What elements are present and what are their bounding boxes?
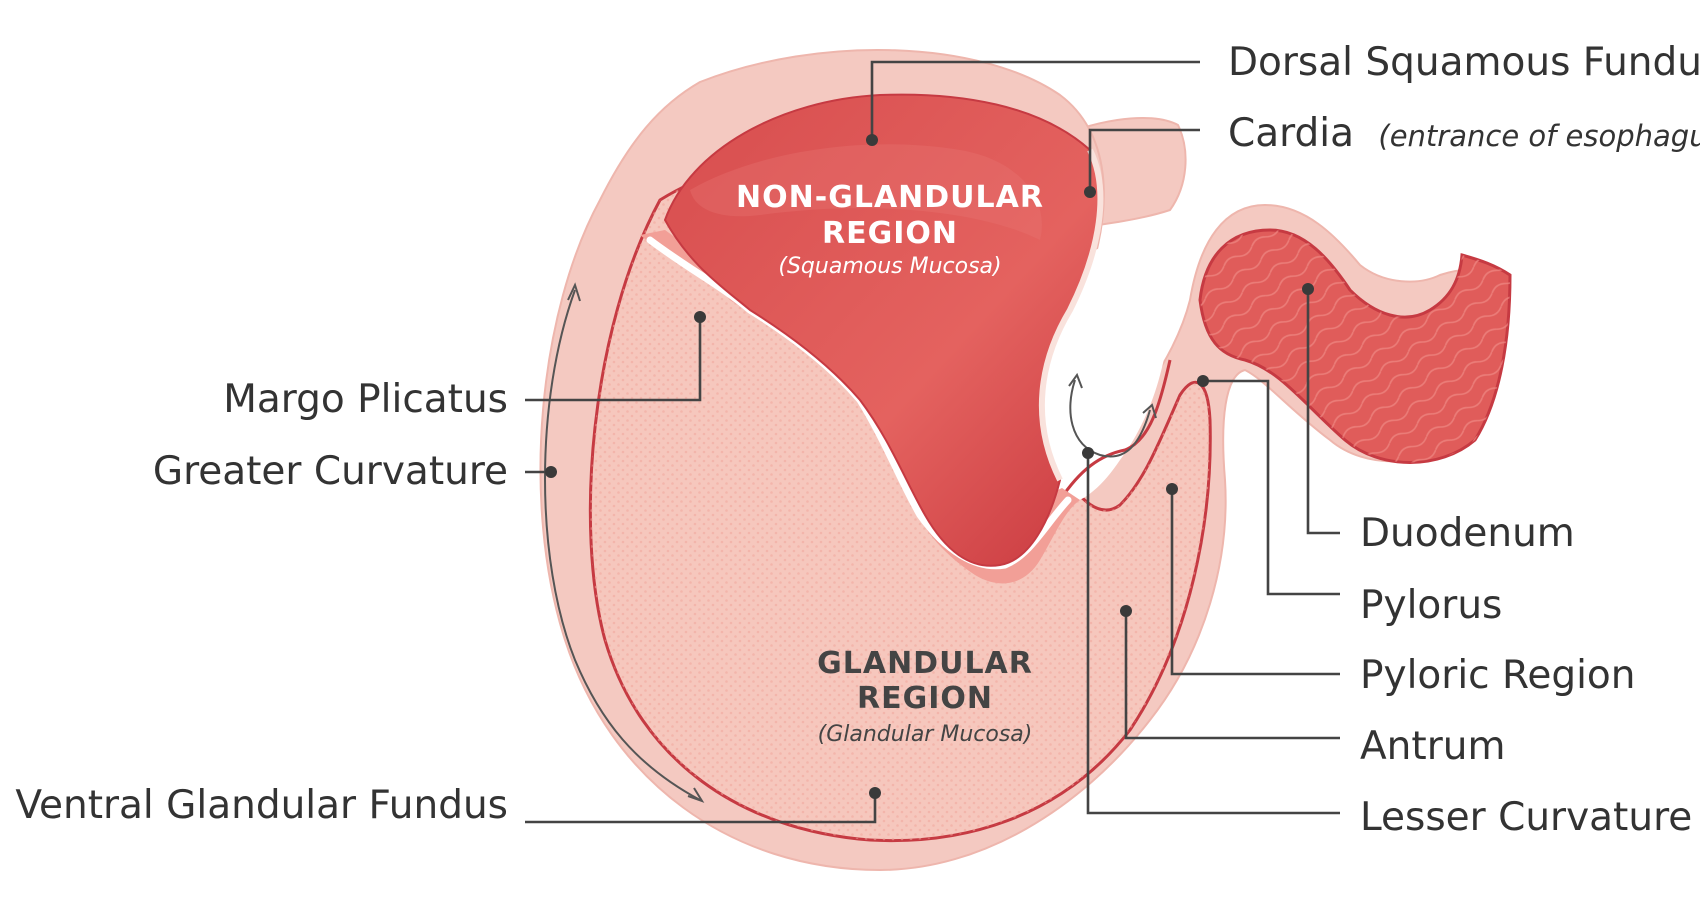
lesser-curvature-arrowhead-right — [1142, 403, 1157, 419]
label-cardia-note: (entrance of esophagus) — [1378, 119, 1700, 153]
label-pylorus: Pylorus — [1360, 583, 1502, 628]
lesser-curvature-edge — [1058, 359, 1172, 501]
label-duodenum: Duodenum — [1360, 511, 1575, 556]
leader-greater-curvature — [525, 466, 557, 478]
leader-antrum — [1120, 605, 1340, 740]
leader-ventral-glandular-fundus — [525, 787, 881, 824]
glandular-title-line2: REGION — [857, 681, 993, 716]
leader-dorsal-squamous-fundus — [866, 60, 1200, 146]
lesser-curvature-arrowhead-left — [1068, 372, 1083, 389]
label-ventral-glandular-fundus: Ventral Glandular Fundus — [15, 783, 508, 828]
non-glandular-title-line2: REGION — [822, 216, 958, 251]
leader-lesser-curvature — [1082, 447, 1340, 815]
leader-margo-plicatus — [525, 311, 706, 402]
label-lesser-curvature: Lesser Curvature — [1360, 795, 1692, 840]
label-pyloric-region: Pyloric Region — [1360, 653, 1636, 698]
leader-duodenum — [1302, 283, 1340, 535]
greater-curvature-arrowhead-top — [567, 282, 581, 302]
label-cardia: Cardia (entrance of esophagus) — [1228, 111, 1700, 156]
greater-curvature-arrowhead-bottom — [687, 787, 705, 803]
margo-plicatus-band — [640, 230, 1080, 584]
leader-pyloric-region — [1166, 483, 1340, 676]
label-greater-curvature: Greater Curvature — [153, 449, 508, 494]
glandular-title-line1: GLANDULAR — [817, 646, 1033, 681]
leader-pylorus — [1197, 375, 1340, 596]
cardia-edge — [1038, 148, 1104, 482]
non-glandular-highlight — [690, 144, 1042, 240]
label-margo-plicatus: Margo Plicatus — [223, 377, 508, 422]
label-dorsal-squamous-fundus: Dorsal Squamous Fundus — [1228, 40, 1700, 85]
label-cardia-main: Cardia — [1228, 111, 1354, 156]
non-glandular-title-line1: NON-GLANDULAR — [736, 180, 1044, 215]
glandular-dot-texture — [590, 138, 1211, 841]
duodenum-texture — [1200, 230, 1510, 463]
glandular-subtitle: (Glandular Mucosa) — [818, 722, 1033, 747]
non-glandular-subtitle: (Squamous Mucosa) — [778, 254, 1001, 279]
greater-curvature-arrow — [544, 289, 701, 801]
leader-cardia — [1084, 128, 1200, 198]
lesser-curvature-arrow — [1069, 379, 1151, 458]
label-antrum: Antrum — [1360, 724, 1505, 769]
